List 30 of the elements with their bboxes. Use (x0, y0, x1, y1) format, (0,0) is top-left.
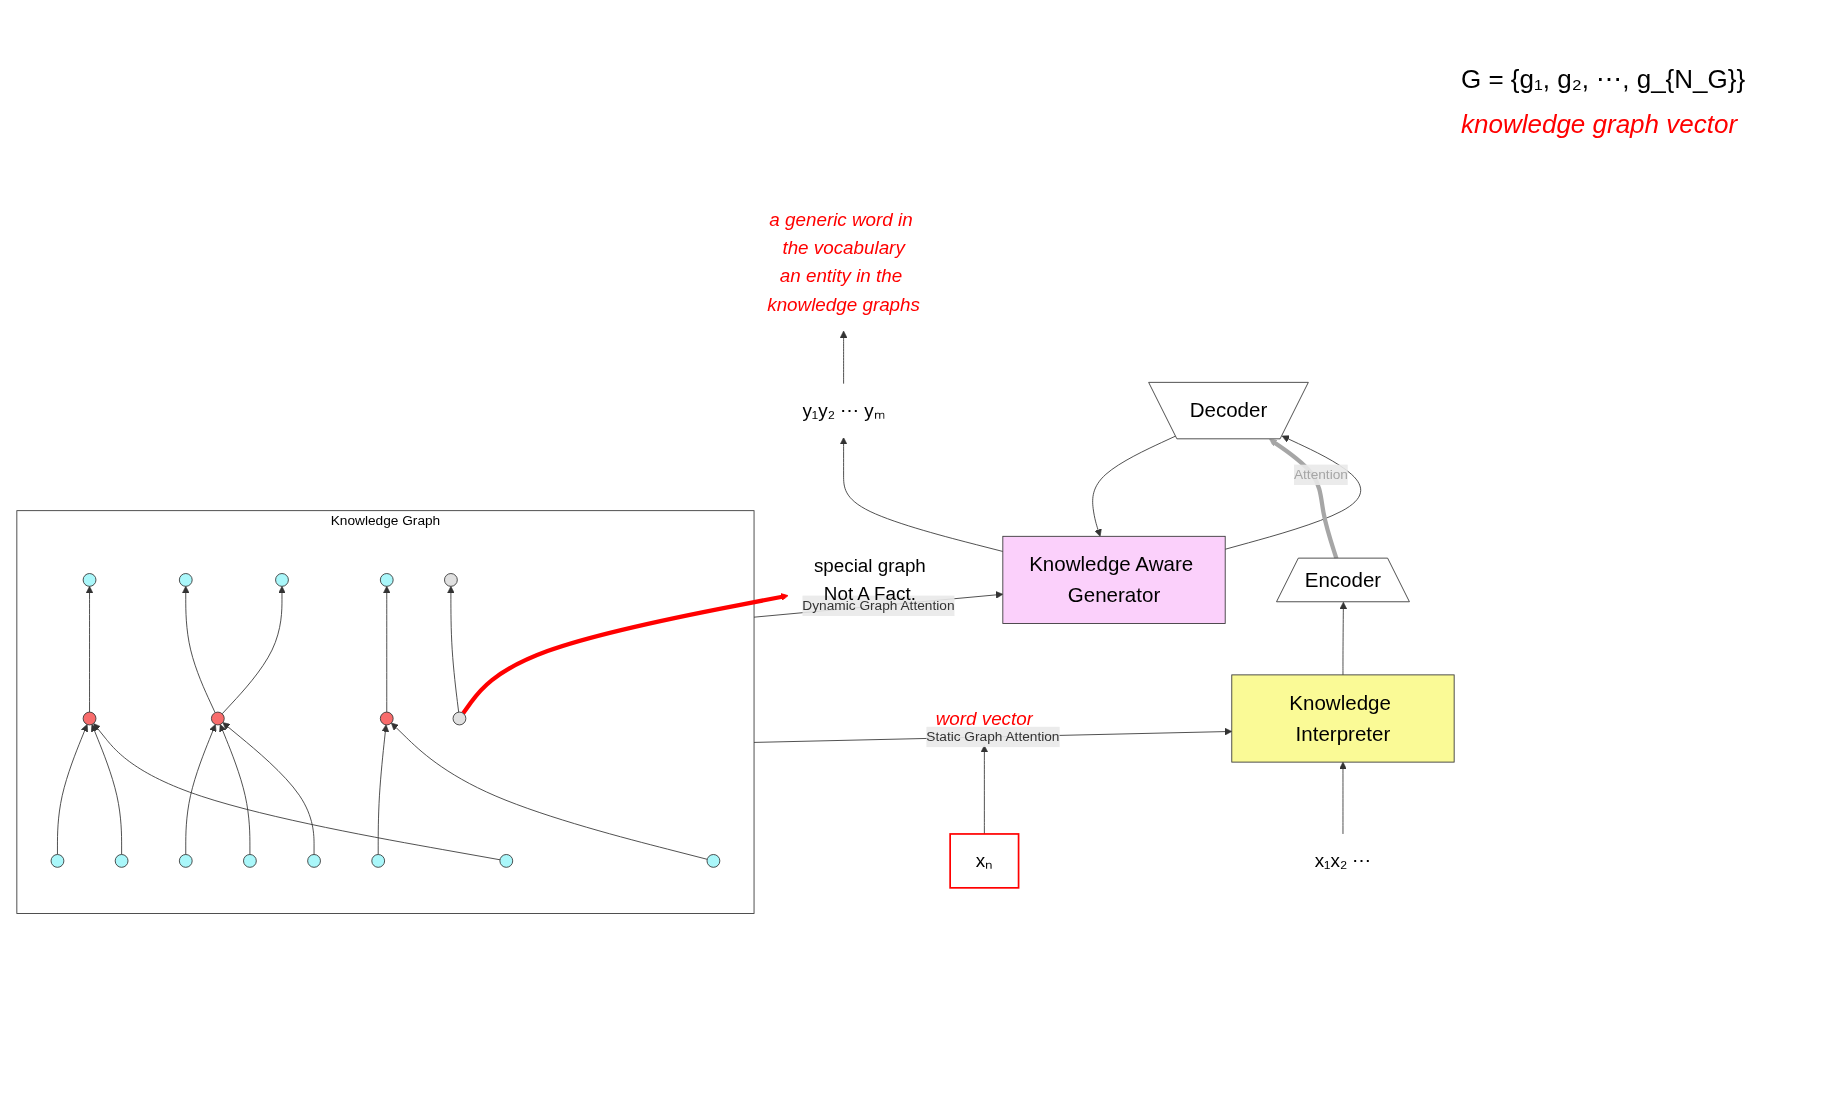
edge-label: Static Graph Attention (926, 729, 1060, 744)
node-box: Knowledge Interpreter (1231, 674, 1455, 763)
cluster: Knowledge Graph (16, 510, 755, 914)
node-circle (452, 711, 467, 726)
node-text: x₁x₂ ⋯ (1314, 850, 1372, 872)
node-circle (50, 854, 65, 868)
node-circle (243, 854, 257, 868)
node-text: y₁y₂ ⋯ yₘ (802, 399, 885, 422)
node-circle (499, 854, 514, 868)
node-circle (706, 854, 721, 868)
node-circle (371, 854, 386, 868)
node-circle (178, 854, 193, 868)
arrow (461, 593, 789, 715)
node-circle (275, 573, 289, 587)
node-circle (211, 711, 225, 726)
node-circle (379, 573, 394, 587)
node-box: Knowledge Aware Generator (1002, 535, 1226, 624)
node-circle (178, 573, 193, 587)
node-text: a generic word in the vocabulary an entity in the knowledge graphs (767, 208, 920, 315)
node-box: xₙ (949, 833, 1020, 889)
node-circle (379, 711, 394, 726)
node-circle (307, 854, 321, 868)
node-circle (82, 711, 97, 726)
node-circle (444, 573, 458, 587)
node-text: word vector (935, 707, 1033, 730)
node-circle (114, 854, 129, 868)
annotation-text: knowledge graph vector (1461, 109, 1739, 140)
edge-label: Attention (1293, 467, 1348, 482)
formula-label: G = {g₁, g₂, ⋯, g_{N_G}} (1461, 64, 1747, 95)
node-circle (82, 573, 97, 587)
